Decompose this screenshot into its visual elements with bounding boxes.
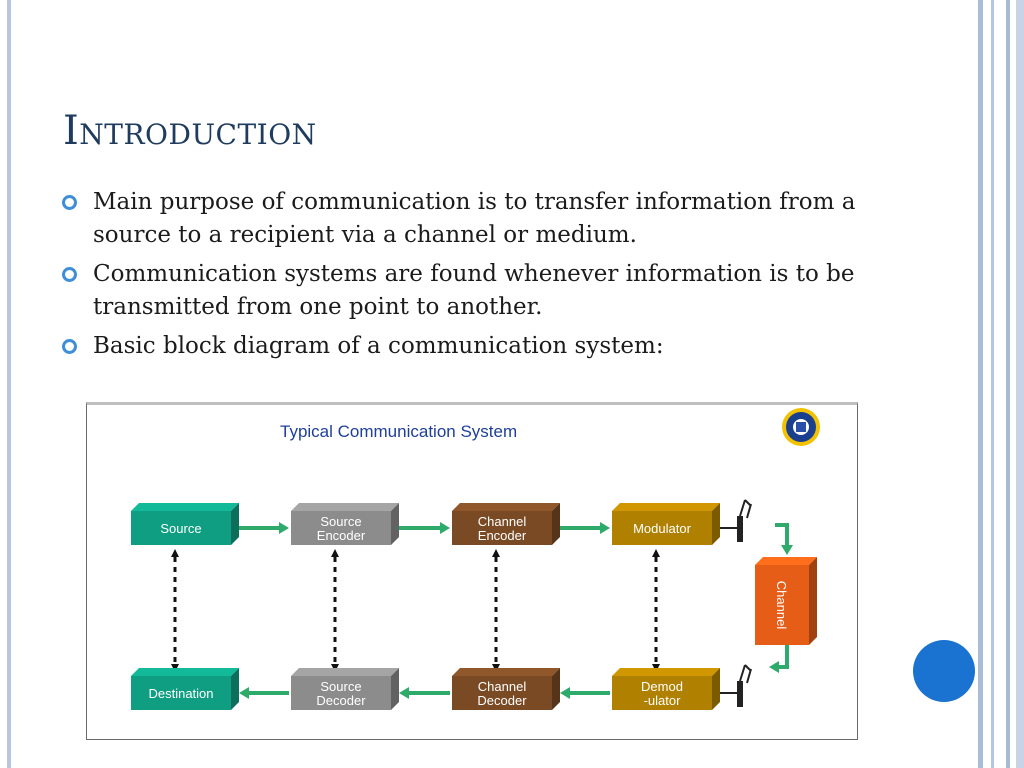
diagram-block-label-line: Source: [160, 521, 201, 536]
slide-title: Introduction: [63, 108, 317, 154]
diagram-block-label-line: -ulator: [644, 693, 682, 708]
flow-arrowhead: [769, 661, 779, 673]
antenna-icon: [737, 516, 743, 542]
channel-block-side: [809, 557, 817, 645]
diagram-block-top: [452, 511, 552, 545]
diagram-block-top-top: [131, 503, 239, 511]
diagram-block-bottom-label: Destination: [148, 686, 213, 701]
dotted-arrowhead-up: [652, 549, 660, 557]
bullet-ring-icon: [62, 195, 77, 210]
channel-block-top: [755, 557, 817, 565]
diagram-block-top: [612, 511, 712, 545]
diagram-block-label-line: Channel: [478, 514, 527, 529]
diagram-block-top-side: [552, 503, 560, 545]
flow-arrowhead: [399, 687, 409, 699]
diagram-block-label-line: Source: [320, 679, 361, 694]
antenna-icon-mast: [746, 503, 752, 519]
flow-arrow: [777, 643, 789, 669]
diagram-block-bottom: [452, 676, 552, 710]
diagram-block-label-line: Modulator: [633, 521, 691, 536]
university-seal-icon: [782, 408, 820, 446]
bullet-text: Basic block diagram of a communication s…: [93, 333, 664, 359]
diagram-block-bottom-top: [291, 668, 399, 676]
diagram-block-label-line: Demod: [641, 679, 683, 694]
diagram-block-label-line: Decoder: [477, 693, 527, 708]
bullet-item: Communication systems are found whenever…: [62, 258, 892, 324]
slide-frame-right: [1006, 0, 1010, 768]
diagram-block-label-line: Source: [320, 514, 361, 529]
diagram-block-top: [131, 511, 231, 545]
diagram-block-top-label: Source: [160, 521, 201, 536]
diagram-block-label-line: Encoder: [317, 528, 366, 543]
bullet-ring-icon: [62, 339, 77, 354]
antenna-icon: [737, 681, 743, 707]
flow-arrowhead: [239, 687, 249, 699]
diagram-block-bottom-label: Demod-ulator: [641, 679, 683, 708]
diagram-block-label-line: Encoder: [478, 528, 527, 543]
channel-block: [755, 565, 809, 645]
flow-arrowhead: [440, 522, 450, 534]
slide-frame-left: [7, 0, 11, 768]
diagram-title: Typical Communication System: [280, 422, 517, 441]
diagram-block-bottom: [131, 676, 231, 710]
dotted-arrowhead-up: [171, 549, 179, 557]
diagram-block-bottom-top: [131, 668, 239, 676]
diagram-block-bottom-side: [391, 668, 399, 710]
diagram-block-bottom-top: [612, 668, 720, 676]
antenna-icon-mast: [739, 664, 746, 682]
diagram-block-top-label: Modulator: [633, 521, 691, 536]
diagram-block-label-line: Decoder: [316, 693, 366, 708]
dotted-arrowhead-up: [492, 549, 500, 557]
bullet-ring-icon: [62, 267, 77, 282]
diagram-block-label-line: Channel: [478, 679, 527, 694]
flow-arrowhead: [781, 545, 793, 555]
flow-arrowhead: [600, 522, 610, 534]
flow-arrow: [775, 523, 789, 545]
diagram-block-top: [291, 511, 391, 545]
diagram-block-bottom-top: [452, 668, 560, 676]
bullet-text: Communication systems are found whenever…: [93, 261, 855, 320]
bullet-list: Main purpose of communication is to tran…: [62, 186, 892, 369]
decorative-circle: [913, 640, 975, 702]
antenna-icon-mast: [746, 668, 752, 684]
bullet-item: Basic block diagram of a communication s…: [62, 330, 892, 363]
diagram-block-bottom-side: [231, 668, 239, 710]
diagram-block-bottom: [612, 676, 712, 710]
diagram-block-top-side: [231, 503, 239, 545]
flow-arrowhead: [279, 522, 289, 534]
diagram-block-bottom-side: [552, 668, 560, 710]
diagram-block-top-side: [712, 503, 720, 545]
flow-arrowhead: [560, 687, 570, 699]
diagram-block-top-top: [291, 503, 399, 511]
diagram-block-top-top: [452, 503, 560, 511]
diagram-block-top-side: [391, 503, 399, 545]
diagram-block-label-line: Destination: [148, 686, 213, 701]
diagram-block-bottom: [291, 676, 391, 710]
dotted-arrowhead-up: [331, 549, 339, 557]
bullet-text: Main purpose of communication is to tran…: [93, 189, 856, 248]
slide-frame-right: [978, 0, 983, 768]
diagram-block-top-top: [612, 503, 720, 511]
slide-frame-right: [991, 0, 994, 768]
slide-frame-right: [1016, 0, 1024, 768]
bullet-item: Main purpose of communication is to tran…: [62, 186, 892, 252]
diagram-block-bottom-side: [712, 668, 720, 710]
channel-block-label: Channel: [774, 581, 789, 630]
antenna-icon-mast: [739, 499, 746, 517]
